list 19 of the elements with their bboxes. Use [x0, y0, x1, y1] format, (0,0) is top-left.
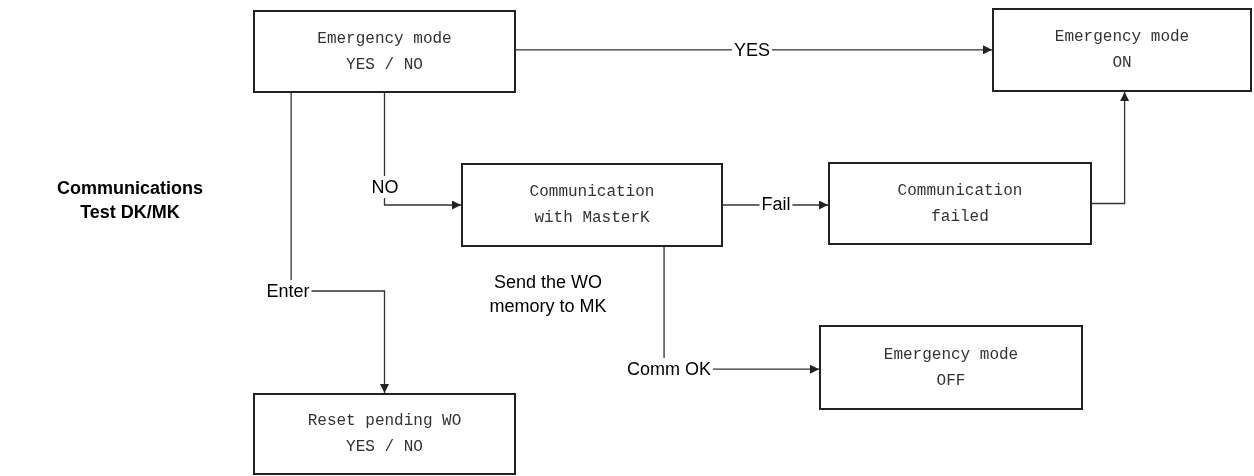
process-box — [819, 325, 1083, 410]
arrow — [515, 45, 993, 55]
process-box — [253, 10, 516, 93]
box-text: Emergency mode ON — [1053, 27, 1191, 74]
box-text: Communication with MasterK — [528, 182, 656, 229]
box-text: Emergency mode OFF — [882, 344, 1020, 392]
process-box — [253, 393, 516, 475]
process-box — [828, 162, 1092, 245]
arrow — [1091, 91, 1130, 205]
arrow — [290, 92, 389, 394]
process-box — [992, 8, 1252, 92]
box-text: Communication failed — [896, 180, 1024, 228]
edge-label: NO — [369, 176, 401, 198]
note-text: Send the WO memory to MK — [488, 271, 608, 318]
process-box — [461, 163, 723, 247]
arrow — [383, 92, 462, 210]
box-text: Reset pending WO YES / NO — [306, 411, 463, 458]
box-text: Emergency mode YES / NO — [316, 28, 453, 76]
diagram-label: Communications Test DK/MK — [56, 177, 204, 224]
